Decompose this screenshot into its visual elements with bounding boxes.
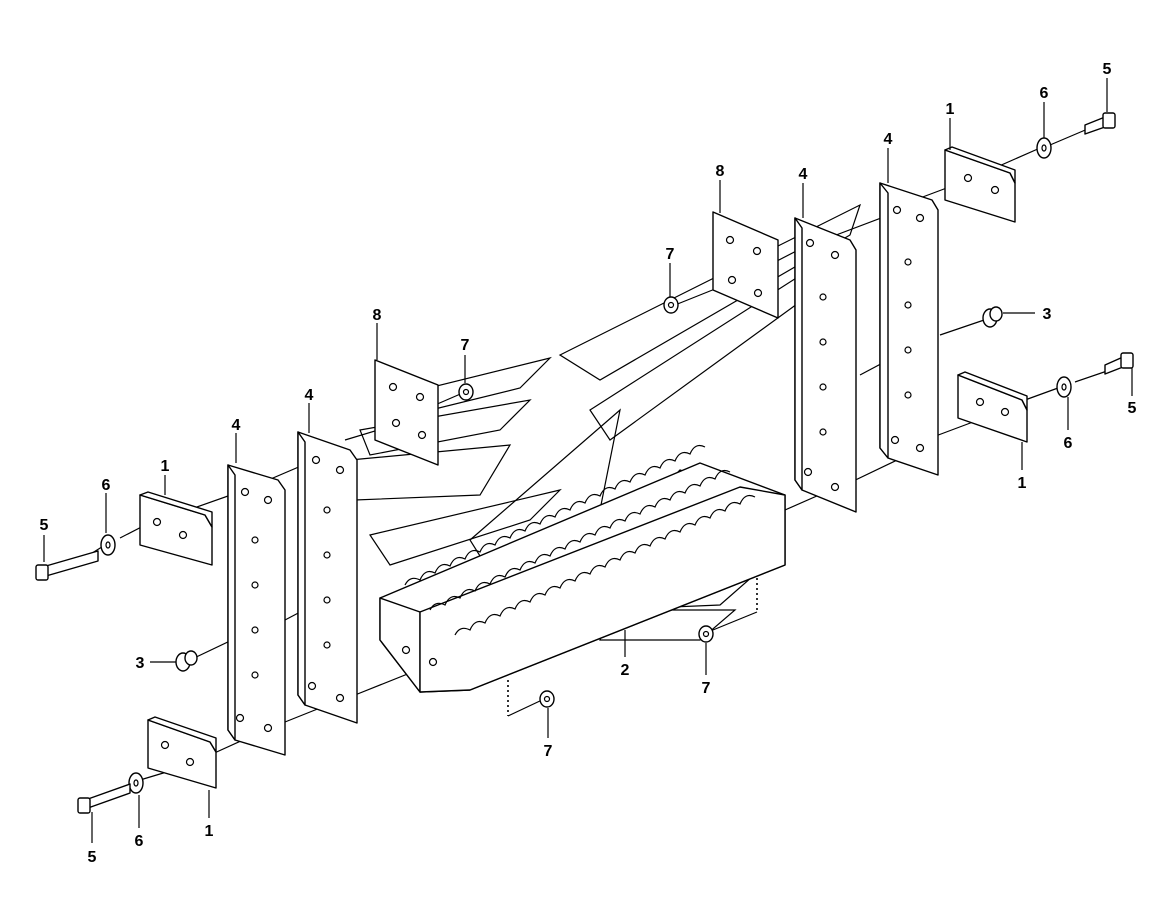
- tray-hole: [428, 657, 438, 667]
- right-outer-bar: [879, 182, 939, 476]
- cap-right: [982, 306, 1003, 328]
- callout-8-left: 8: [373, 307, 382, 324]
- callout-7-bottom-right: 7: [702, 680, 711, 697]
- callout-3-left: 3: [136, 655, 145, 672]
- callout-6-left-upper: 6: [102, 477, 111, 494]
- callout-5-left-lower: 5: [88, 849, 97, 866]
- callout-6-left-lower: 6: [135, 833, 144, 850]
- callout-5-right-mid: 5: [1128, 400, 1137, 417]
- top-right-bracket: [944, 146, 1016, 223]
- callout-3-right: 3: [1043, 306, 1052, 323]
- callout-labels: 1 6 5 4 4 8 7 3 1 6 5 7 2 7 7 8 4 4 1 6 …: [40, 61, 1137, 866]
- callout-7-left-plate: 7: [461, 337, 470, 354]
- assembly-lines: [64, 127, 1111, 801]
- callout-1-right-mid: 1: [1018, 475, 1027, 492]
- nut-right-plate: [663, 296, 679, 314]
- bolt-left-upper: [35, 550, 99, 581]
- nut-bottom-right: [698, 625, 714, 643]
- callout-2-tray: 2: [621, 662, 630, 679]
- callout-7-bottom-mid: 7: [544, 743, 553, 760]
- bolts: [35, 112, 1134, 814]
- cap-left: [175, 650, 198, 672]
- callout-8-right: 8: [716, 163, 725, 180]
- callout-6-right-mid: 6: [1064, 435, 1073, 452]
- bolt-left-lower: [77, 783, 131, 814]
- right-mid-bracket: [957, 371, 1028, 443]
- bolt-top-right: [1084, 112, 1116, 135]
- nuts: [458, 296, 714, 708]
- leader-lines: [43, 78, 1133, 843]
- callout-5-top-right: 5: [1103, 61, 1112, 78]
- left-inner-bar: [297, 431, 358, 724]
- callout-1-left-mid: 1: [161, 458, 170, 475]
- left-outer-bar: [227, 464, 286, 756]
- callout-4-right-outer: 4: [884, 131, 893, 148]
- callout-5-left-upper: 5: [40, 517, 49, 534]
- washers: [100, 137, 1072, 794]
- nut-bottom-mid: [539, 690, 555, 708]
- callout-1-top-right: 1: [946, 101, 955, 118]
- tray-hole: [401, 645, 411, 655]
- nut-left-plate: [458, 383, 474, 401]
- left-mid-bracket: [139, 491, 213, 566]
- step-tray: [379, 444, 786, 693]
- callout-6-top-right: 6: [1040, 85, 1049, 102]
- left-plate: [374, 359, 439, 466]
- left-lower-bracket: [147, 716, 217, 789]
- callout-4-left-inner: 4: [305, 387, 314, 404]
- right-inner-bar: [794, 217, 857, 513]
- callout-4-left-outer: 4: [232, 417, 241, 434]
- callout-4-right-inner: 4: [799, 166, 808, 183]
- right-plate: [712, 211, 779, 319]
- callout-7-right-plate: 7: [666, 246, 675, 263]
- callout-1-lower-left: 1: [205, 823, 214, 840]
- bolt-right-mid: [1104, 352, 1134, 375]
